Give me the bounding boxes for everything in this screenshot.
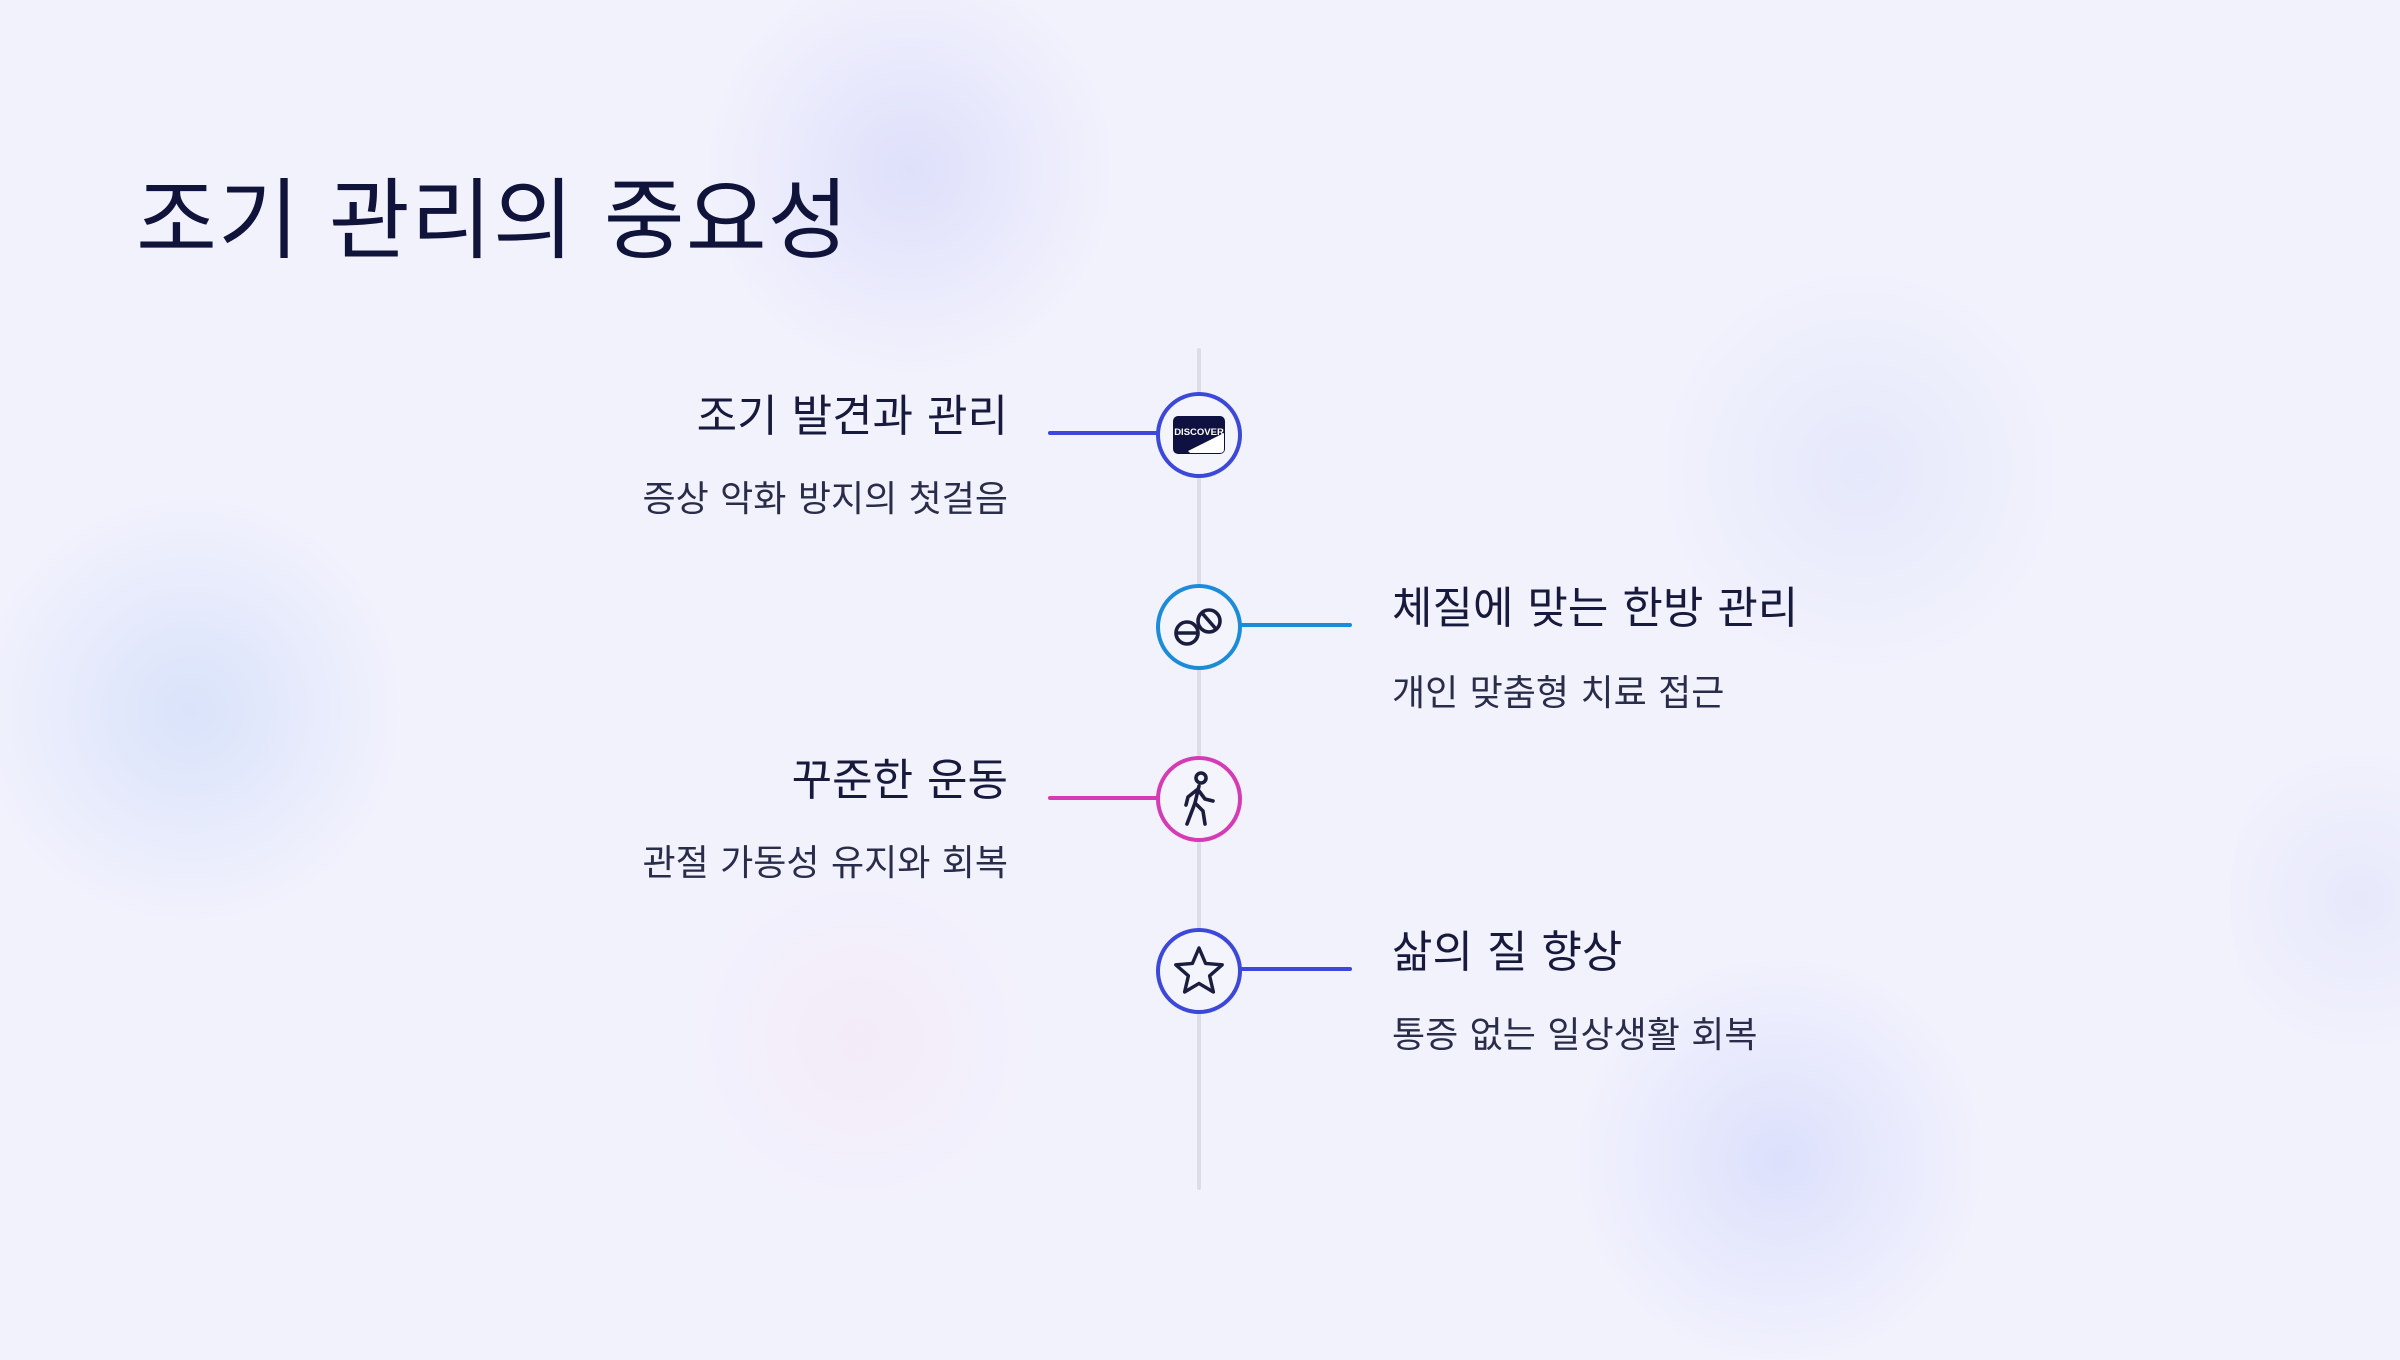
timeline-item-description: 증상 악화 방지의 첫걸음 [642,479,1008,520]
timeline-node [1156,584,1242,670]
timeline-node [1156,756,1242,842]
page-title: 조기 관리의 중요성 [136,169,850,272]
discover-card-icon: DISCOVER [1173,416,1225,454]
timeline-item-title: 조기 발견과 관리 [696,391,1008,442]
timeline-connector [1240,967,1352,971]
timeline-item-description: 개인 맞춤형 치료 접근 [1392,673,1725,714]
timeline-connector [1048,796,1158,800]
background-glow [0,480,400,940]
timeline-node [1156,928,1242,1014]
discover-card-text: DISCOVER [1174,427,1224,438]
timeline-item-description: 관절 가동성 유지와 회복 [642,843,1008,884]
timeline-item-description: 통증 없는 일상생활 회복 [1392,1015,1758,1056]
background-glow [650,880,1070,1200]
background-glow [2230,720,2400,1080]
walking-person-icon [1184,771,1215,826]
pills-icon [1174,608,1222,646]
star-icon [1174,946,1224,994]
timeline-connector [1048,431,1158,435]
timeline-item-title: 삶의 질 향상 [1392,927,1623,978]
timeline-connector [1240,623,1352,627]
timeline-item-title: 체질에 맞는 한방 관리 [1392,583,1799,634]
timeline-node: DISCOVER [1156,392,1242,478]
timeline-item-title: 꾸준한 운동 [791,755,1008,806]
